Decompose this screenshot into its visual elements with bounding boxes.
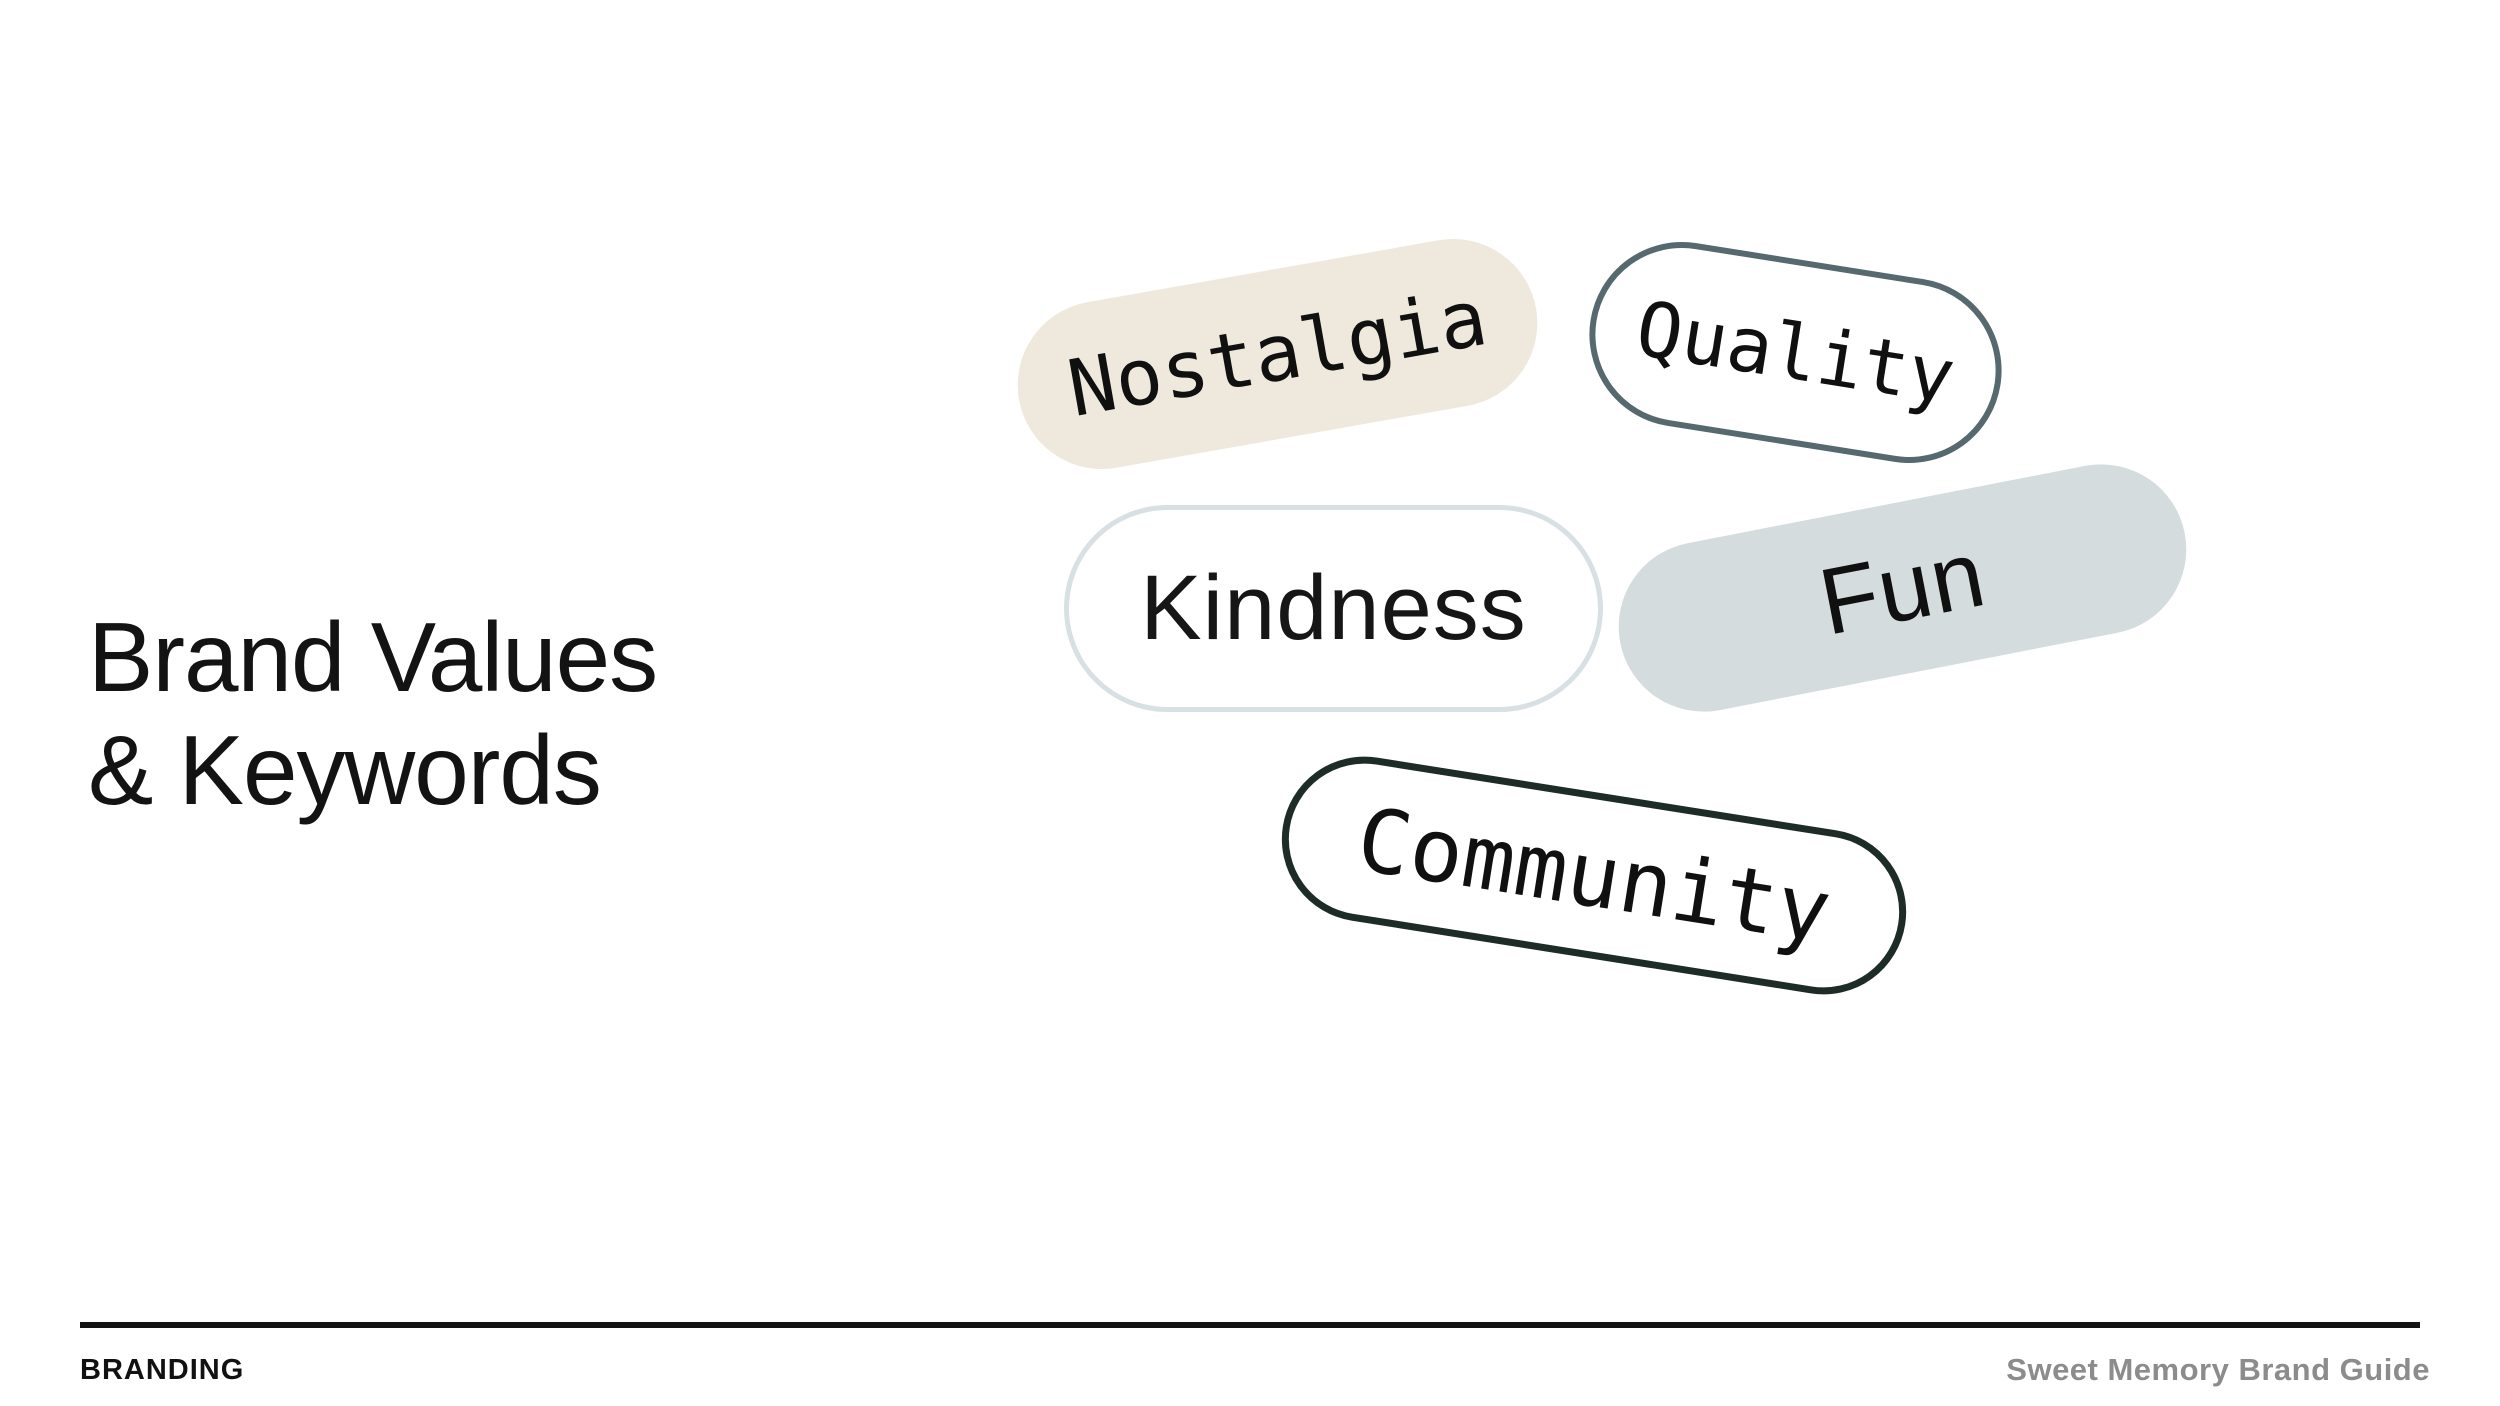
tag-quality-label: Quality — [1630, 283, 1961, 422]
page-title: Brand Values & Keywords — [88, 601, 658, 827]
tag-kindness-label: Kindness — [1140, 557, 1527, 659]
tag-community: Community — [1269, 744, 1919, 1007]
tag-fun: Fun — [1604, 449, 2201, 727]
tag-nostalgia-label: Nostalgia — [1061, 272, 1494, 436]
tag-community-label: Community — [1350, 787, 1838, 964]
page-title-line-2: & Keywords — [88, 715, 602, 825]
tag-kindness: Kindness — [1064, 505, 1603, 712]
tag-fun-label: Fun — [1811, 520, 1994, 655]
tag-quality: Quality — [1576, 228, 2015, 477]
page-title-line-1: Brand Values — [88, 602, 658, 712]
footer-divider — [80, 1322, 2420, 1328]
tag-nostalgia: Nostalgia — [1004, 225, 1551, 483]
footer-document-title: Sweet Memory Brand Guide — [2006, 1352, 2430, 1387]
footer-section-label: BRANDING — [80, 1354, 245, 1386]
